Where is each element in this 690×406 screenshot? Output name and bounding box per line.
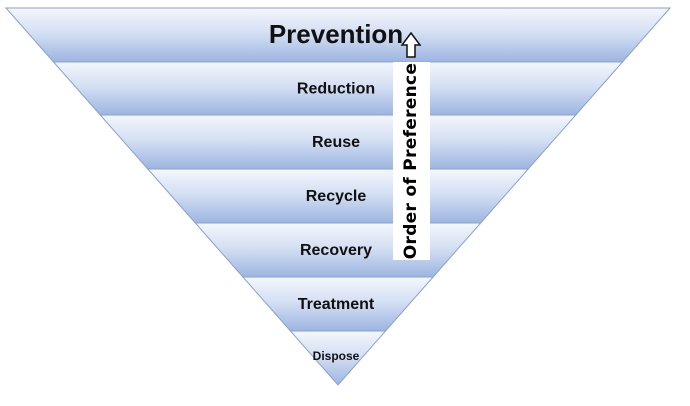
order-of-preference-box (393, 62, 430, 260)
level-label-reduction: Reduction (297, 81, 375, 98)
level-label-treatment: Treatment (298, 296, 375, 313)
level-label-dispose: Dispose (313, 349, 360, 363)
arrow-up-icon (400, 31, 422, 58)
order-of-preference-label: Order of Preference (401, 62, 421, 260)
level-label-reuse: Reuse (312, 134, 360, 151)
level-label-recovery: Recovery (300, 242, 372, 259)
level-band-dispose (289, 330, 387, 386)
level-label-recycle: Recycle (306, 188, 367, 205)
level-label-prevention: Prevention (269, 19, 403, 49)
